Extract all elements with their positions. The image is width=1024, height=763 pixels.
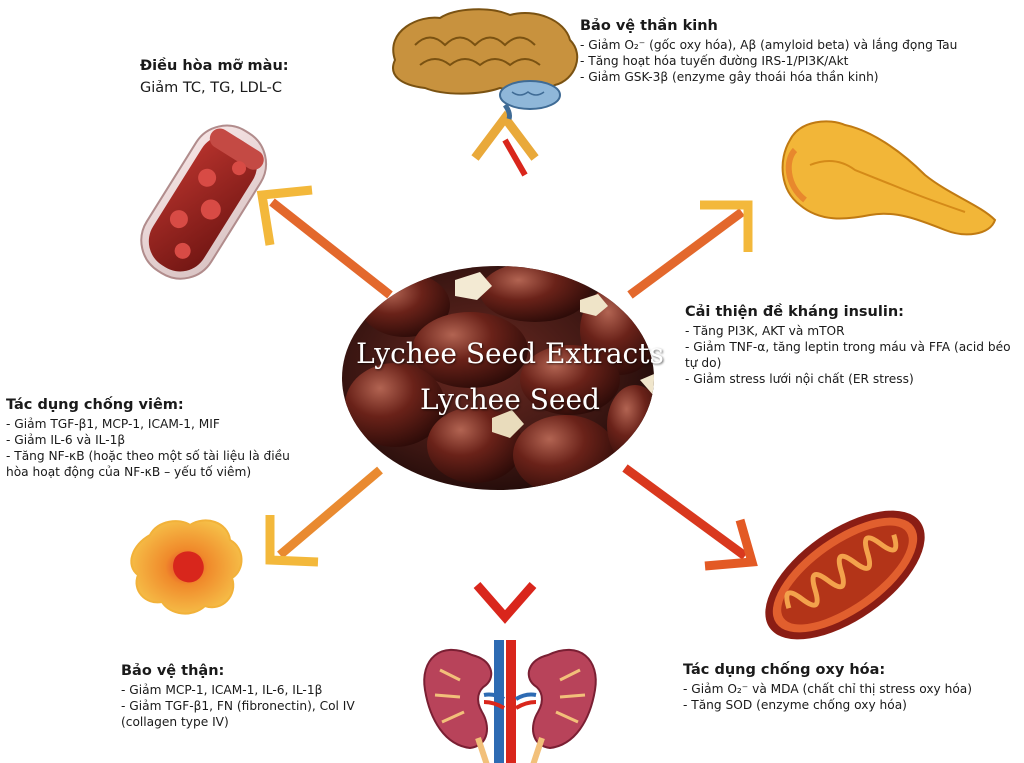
anti-inflammatory-block: Tác dụng chống viêm: - Giảm TGF-β1, MCP-… — [6, 395, 311, 480]
arrow-up-left-blood — [256, 185, 393, 299]
arrow-up-right-pancreas — [627, 200, 753, 299]
lychee-seeds-photo — [342, 266, 654, 490]
lipid-regulation-block: Điều hòa mỡ màu: Giảm TC, TG, LDL-C — [140, 56, 289, 99]
lipid-regulation-item: Giảm TC, TG, LDL-C — [140, 80, 282, 96]
insulin-resistance-title: Cải thiện đề kháng insulin: — [685, 304, 904, 320]
antioxidant-item: - Giảm O₂⁻ và MDA (chất chỉ thị stress o… — [683, 682, 973, 696]
neuroprotection-title: Bảo vệ thần kinh — [580, 18, 718, 34]
antioxidant-block: Tác dụng chống oxy hóa: - Giảm O₂⁻ và MD… — [683, 660, 1018, 713]
neuroprotection-item: - Giảm O₂⁻ (gốc oxy hóa), Aβ (amyloid be… — [580, 38, 958, 52]
anti-inflammatory-item: - Giảm TGF-β1, MCP-1, ICAM-1, MIF — [6, 417, 220, 431]
arrow-down-kidney — [473, 498, 537, 624]
kidney-protection-block: Bảo vệ thận: - Giảm MCP-1, ICAM-1, IL-6,… — [121, 661, 411, 730]
insulin-resistance-item: - Tăng PI3K, AKT và mTOR — [685, 324, 845, 338]
anti-inflammatory-item: - Tăng NF-κB (hoặc theo một số tài liệu … — [6, 449, 290, 479]
arrow-down-right-mitochondria — [622, 464, 758, 571]
brain-icon — [392, 8, 579, 120]
pancreas-icon — [781, 120, 997, 236]
arrow-down-left-inflammation — [265, 466, 383, 567]
insulin-resistance-item: - Giảm stress lưới nội chất (ER stress) — [685, 372, 914, 386]
insulin-resistance-block: Cải thiện đề kháng insulin: - Tăng PI3K,… — [685, 302, 1020, 387]
inflamed-cell-icon — [130, 519, 243, 615]
kidney-icon — [423, 640, 597, 763]
kidney-protection-item: - Giảm MCP-1, ICAM-1, IL-6, IL-1β — [121, 683, 323, 697]
kidney-protection-title: Bảo vệ thận: — [121, 663, 225, 679]
kidney-protection-item: - Giảm TGF-β1, FN (fibronectin), Col IV … — [121, 699, 355, 729]
neuroprotection-block: Bảo vệ thần kinh - Giảm O₂⁻ (gốc oxy hóa… — [580, 16, 1000, 85]
neuroprotection-item: - Giảm GSK-3β (enzyme gây thoái hóa thần… — [580, 70, 879, 84]
anti-inflammatory-item: - Giảm IL-6 và IL-1β — [6, 433, 126, 447]
antioxidant-item: - Tăng SOD (enzyme chống oxy hóa) — [683, 698, 907, 712]
blood-vessel-icon — [140, 124, 268, 280]
anti-inflammatory-title: Tác dụng chống viêm: — [6, 397, 184, 413]
neuroprotection-item: - Tăng hoạt hóa tuyến đường IRS-1/PI3K/A… — [580, 54, 849, 68]
center-title-line-2: Lychee Seed — [420, 383, 600, 416]
mitochondria-icon — [765, 510, 925, 640]
center-title-line-1: Lychee Seed Extracts — [356, 337, 664, 370]
antioxidant-title: Tác dụng chống oxy hóa: — [683, 662, 886, 678]
lipid-regulation-title: Điều hòa mỡ màu: — [140, 58, 289, 74]
insulin-resistance-item: - Giảm TNF-α, tăng leptin trong máu và F… — [685, 340, 1011, 370]
arrow-up-brain — [471, 110, 539, 250]
